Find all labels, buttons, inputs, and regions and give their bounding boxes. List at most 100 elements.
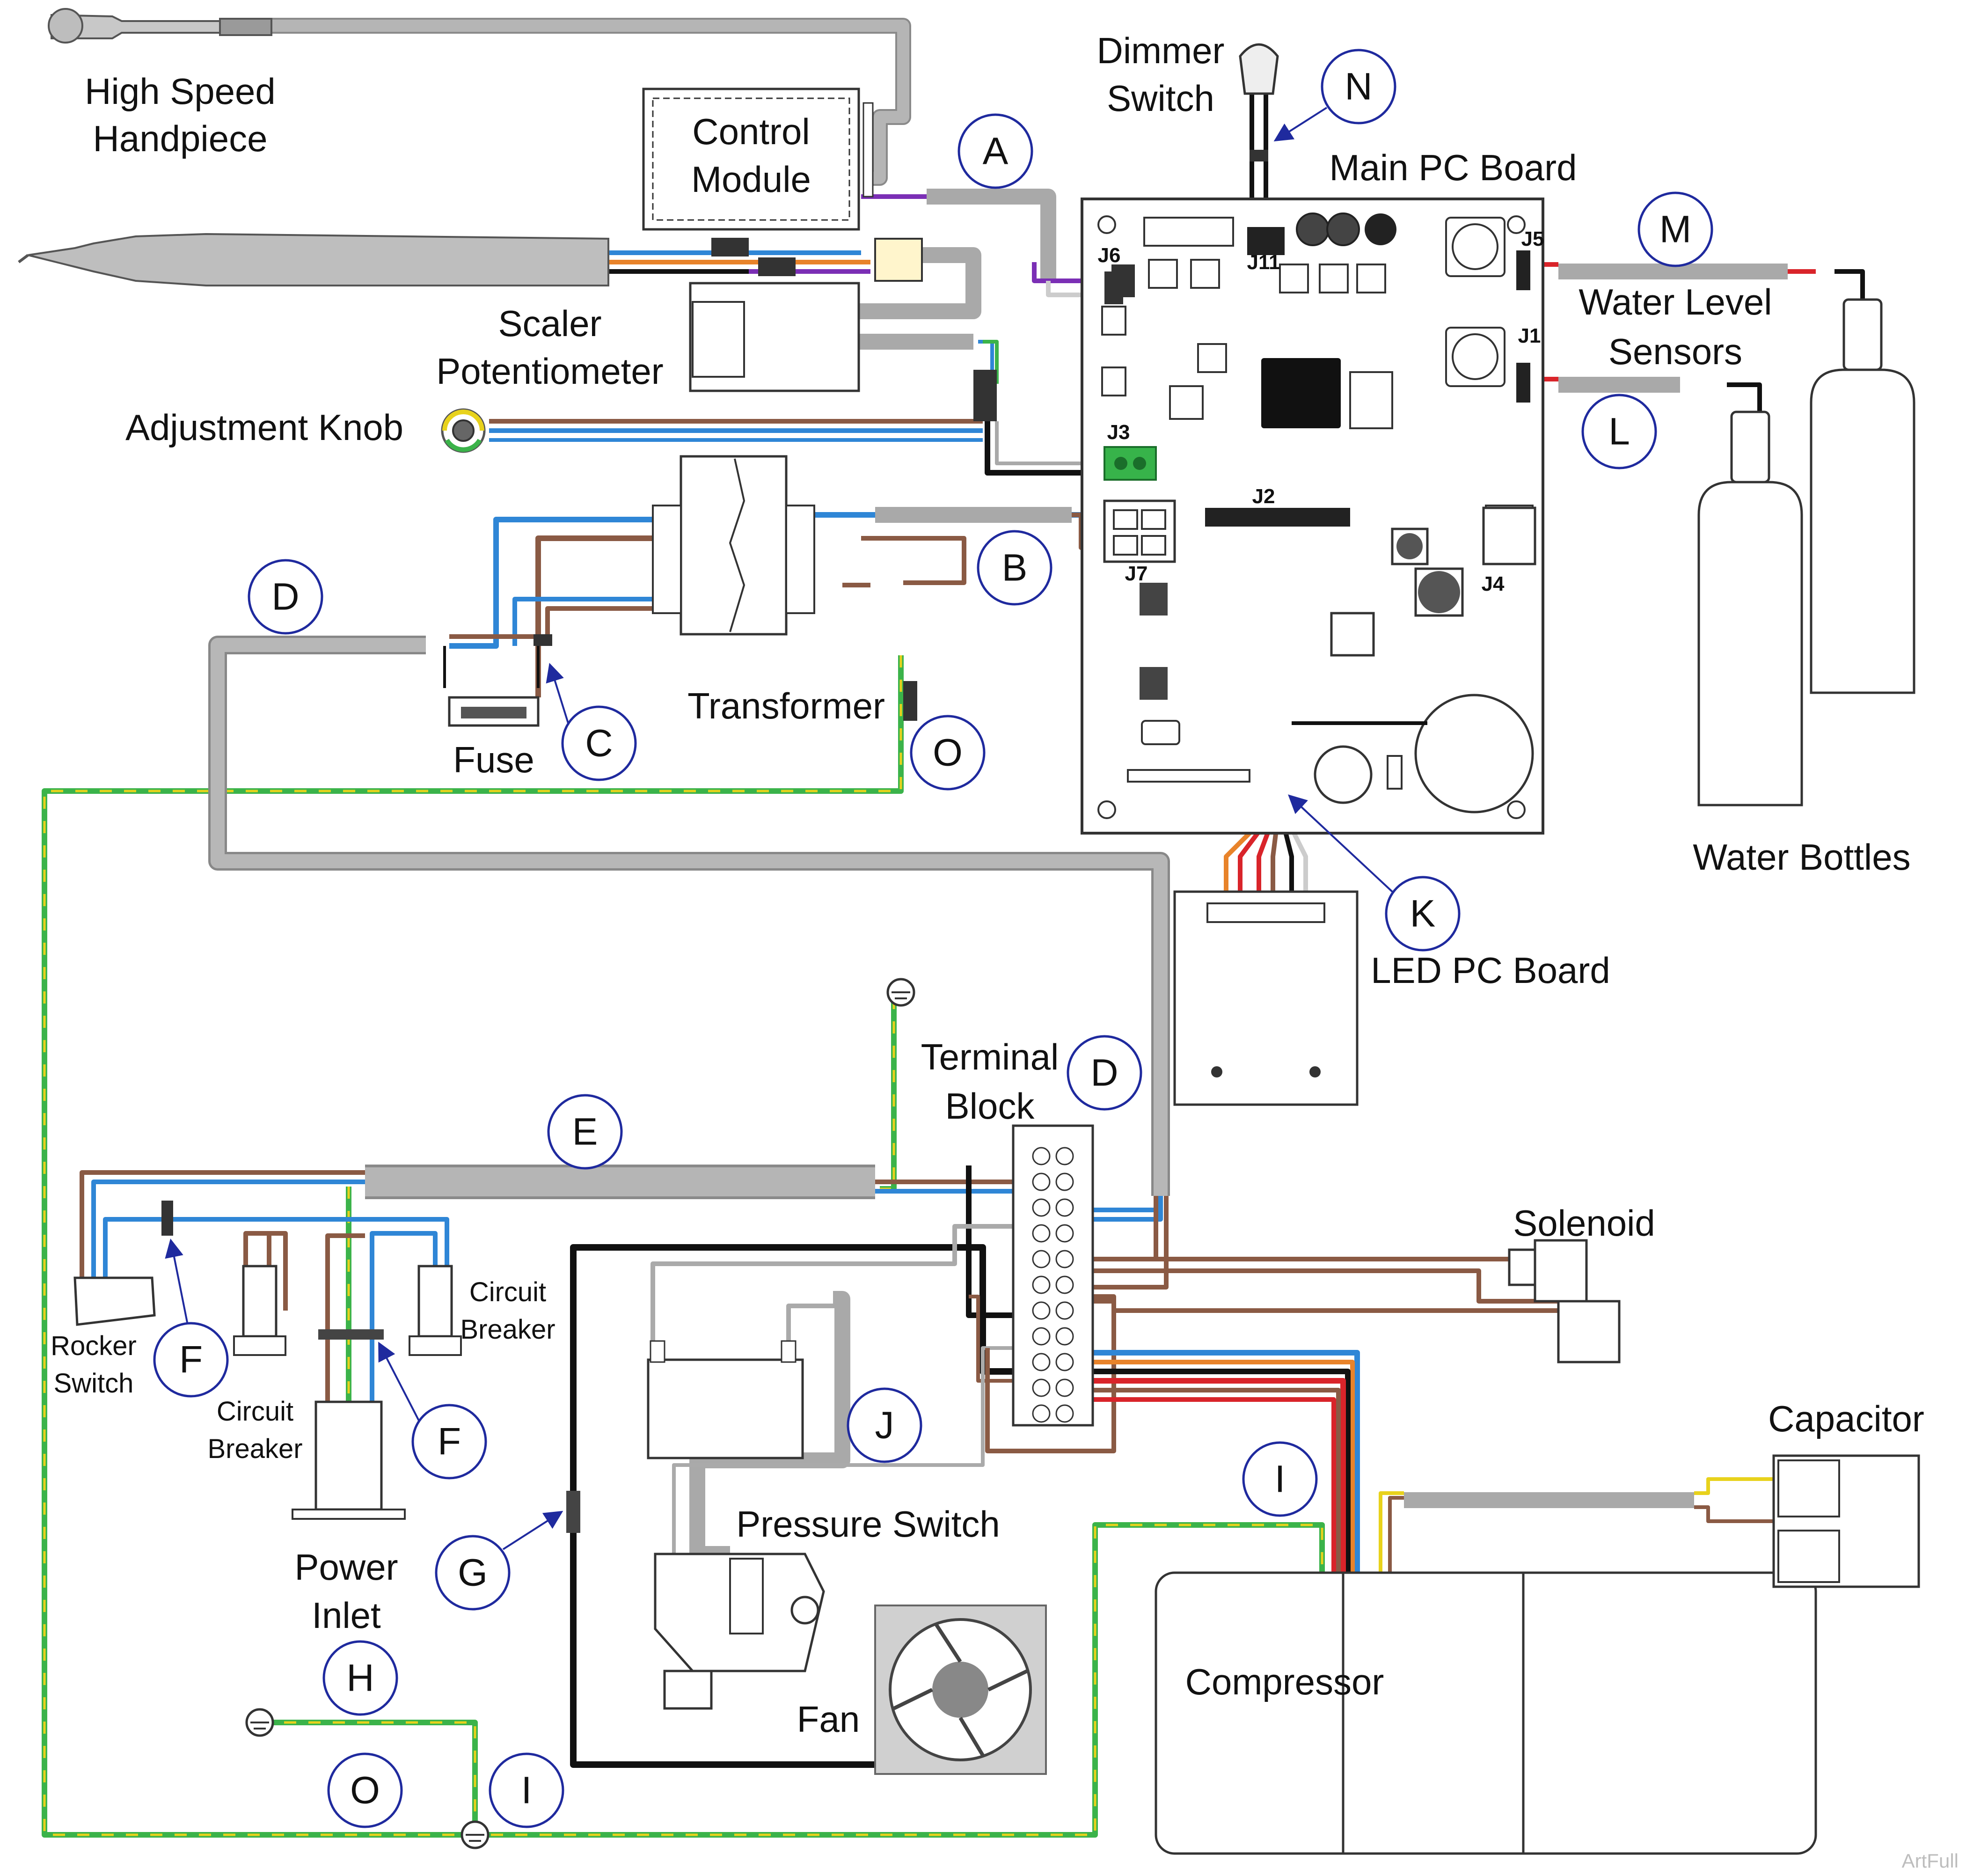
- label-adjustment-knob: Adjustment Knob: [125, 407, 403, 448]
- connector-labels: J1 J2 J3 J4 J5 J6 J7 J11: [1098, 227, 1544, 595]
- label-water-bottles: Water Bottles: [1693, 836, 1910, 878]
- callout-f-left[interactable]: F: [153, 1322, 229, 1398]
- label-scaler-2: Potentiometer: [436, 351, 664, 392]
- j4-connector[interactable]: [1482, 506, 1536, 565]
- label-high-speed-1: High Speed: [85, 71, 276, 112]
- j5-connector[interactable]: [1516, 250, 1530, 290]
- label-fan: Fan: [797, 1699, 860, 1740]
- rocker-switch[interactable]: [73, 1201, 173, 1326]
- callout-a[interactable]: A: [957, 113, 1033, 189]
- circuit-breaker-left[interactable]: [233, 1265, 286, 1356]
- svg-text:L: L: [1608, 410, 1630, 453]
- label-j3: J3: [1107, 421, 1130, 444]
- label-compressor: Compressor: [1185, 1661, 1384, 1702]
- water-bottle-right: [1810, 298, 1915, 694]
- callout-f-right[interactable]: F: [411, 1404, 487, 1480]
- callout-d-bottom[interactable]: D: [1067, 1035, 1142, 1111]
- j6-connector[interactable]: [1104, 271, 1123, 304]
- label-rocker-2: Switch: [54, 1368, 134, 1399]
- label-breaker-left-1: Circuit: [217, 1396, 293, 1427]
- control-module: [642, 88, 874, 231]
- label-j7: J7: [1125, 562, 1148, 585]
- label-breaker-left-2: Breaker: [207, 1434, 302, 1464]
- label-water-level-1: Water Level: [1579, 281, 1772, 322]
- ground-symbol-left: [245, 1708, 274, 1737]
- j3-connector[interactable]: [1104, 446, 1157, 481]
- svg-text:J: J: [875, 1404, 894, 1447]
- terminal-block: [1012, 1124, 1094, 1427]
- label-control-module-2: Module: [691, 159, 811, 200]
- fan: [874, 1605, 1047, 1775]
- svg-text:A: A: [983, 130, 1009, 173]
- label-j5: J5: [1521, 227, 1544, 250]
- pressure-switch: [654, 1553, 825, 1710]
- label-pressure-switch: Pressure Switch: [736, 1503, 1000, 1545]
- label-j6: J6: [1098, 244, 1121, 267]
- high-speed-handpiece: [48, 8, 272, 44]
- svg-text:N: N: [1345, 66, 1372, 108]
- label-j1: J1: [1518, 324, 1541, 347]
- ground-wires: [42, 655, 1325, 1838]
- label-dimmer-1: Dimmer: [1097, 30, 1225, 71]
- svg-text:F: F: [438, 1421, 461, 1463]
- circuit-breaker-right[interactable]: [409, 1265, 462, 1356]
- svg-text:C: C: [585, 722, 613, 765]
- label-breaker-right-2: Breaker: [460, 1314, 555, 1345]
- compressor: [1155, 1571, 1817, 1855]
- callout-n[interactable]: N: [1321, 49, 1396, 125]
- label-led-pc-board: LED PC Board: [1371, 950, 1610, 991]
- ground-symbol-top: [886, 978, 915, 1007]
- label-rocker-1: Rocker: [51, 1331, 137, 1361]
- led-pc-board: [1173, 890, 1359, 1106]
- callouts: A B C D D E F F G H I I J K L M: [153, 49, 1713, 1828]
- callout-b[interactable]: B: [977, 530, 1052, 606]
- dimmer-switch[interactable]: [1239, 43, 1279, 161]
- svg-text:D: D: [1090, 1052, 1118, 1094]
- scaler-potentiometer: [689, 282, 997, 421]
- callout-d-top[interactable]: D: [248, 559, 323, 635]
- label-terminal-2: Block: [945, 1085, 1035, 1127]
- callout-o-right[interactable]: O: [910, 715, 986, 791]
- callout-l[interactable]: L: [1581, 394, 1657, 469]
- svg-text:K: K: [1410, 893, 1436, 935]
- transformer: [652, 455, 917, 721]
- label-breaker-right-1: Circuit: [469, 1277, 546, 1307]
- svg-text:M: M: [1659, 208, 1691, 251]
- label-scaler-1: Scaler: [498, 303, 601, 344]
- callout-i-right[interactable]: I: [1242, 1441, 1318, 1517]
- callout-k[interactable]: K: [1385, 876, 1461, 952]
- component-box: [647, 1340, 804, 1459]
- label-j2: J2: [1252, 485, 1275, 508]
- label-transformer: Transformer: [687, 685, 885, 726]
- scaler-handpiece: [18, 233, 923, 286]
- power-inlet[interactable]: [292, 1329, 406, 1520]
- label-j11: J11: [1247, 251, 1280, 274]
- component-labels: High Speed Handpiece Control Module Dimm…: [51, 30, 1924, 1740]
- label-control-module-1: Control: [692, 111, 810, 152]
- svg-text:B: B: [1002, 547, 1028, 589]
- label-power-inlet-1: Power: [294, 1546, 398, 1588]
- j1-connector[interactable]: [1516, 363, 1530, 403]
- callout-c[interactable]: C: [561, 705, 637, 781]
- callout-o-bottom[interactable]: O: [327, 1752, 403, 1828]
- label-power-inlet-2: Inlet: [312, 1595, 381, 1636]
- svg-text:G: G: [458, 1552, 488, 1594]
- ground-symbol-bottom: [460, 1820, 490, 1849]
- label-j4: J4: [1482, 572, 1505, 595]
- label-fuse: Fuse: [453, 739, 534, 780]
- solenoid: [1508, 1239, 1621, 1363]
- svg-text:I: I: [521, 1769, 532, 1812]
- label-dimmer-2: Switch: [1107, 78, 1214, 119]
- svg-text:O: O: [350, 1769, 380, 1812]
- callout-g[interactable]: G: [435, 1535, 511, 1611]
- main-pc-board: [1081, 198, 1544, 835]
- callout-h[interactable]: H: [322, 1640, 398, 1716]
- adjustment-knob[interactable]: [441, 408, 486, 453]
- water-bottle-left: [1697, 410, 1803, 806]
- callout-m[interactable]: M: [1637, 191, 1713, 267]
- j7-connector[interactable]: [1103, 499, 1176, 563]
- callout-e[interactable]: E: [547, 1094, 623, 1170]
- callout-i-bottom[interactable]: I: [489, 1752, 564, 1828]
- callout-j[interactable]: J: [847, 1387, 922, 1463]
